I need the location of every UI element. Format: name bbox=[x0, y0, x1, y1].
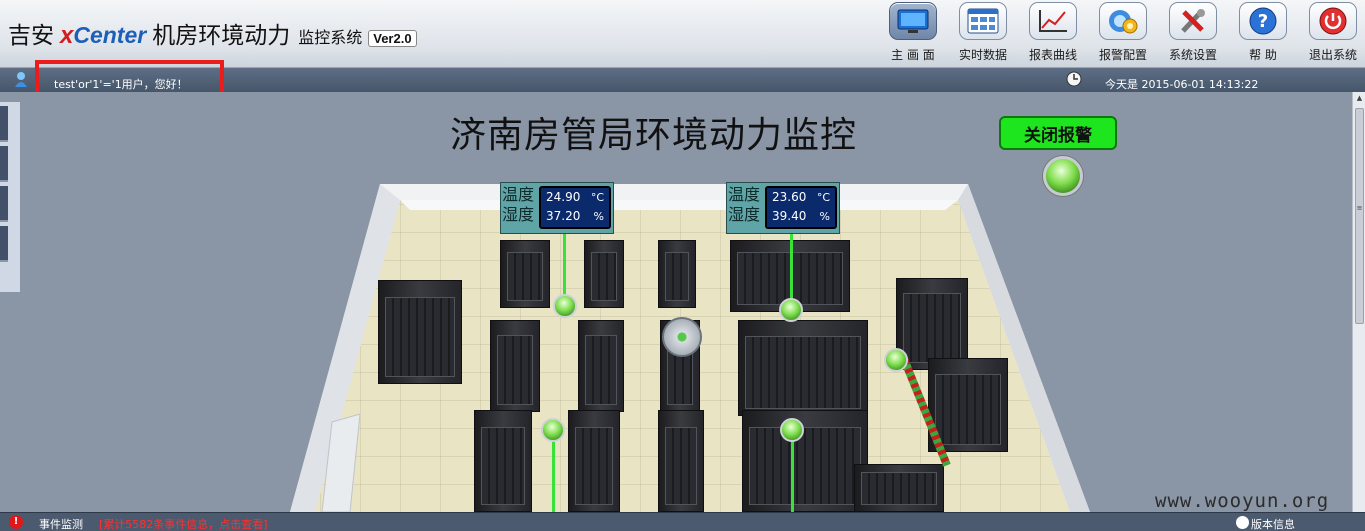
ups-cabinet bbox=[378, 280, 462, 384]
grid-data-icon bbox=[959, 2, 1007, 40]
temp-label: 温度 bbox=[502, 185, 535, 204]
alarm-status-led bbox=[1043, 156, 1083, 196]
header: 吉安 x Center 机房环境动力 监控系统 Ver2.0 主 画 面 实时数… bbox=[0, 0, 1365, 68]
ups-cabinet bbox=[928, 358, 1008, 452]
side-tab[interactable] bbox=[0, 106, 8, 142]
scrollbar-thumb[interactable] bbox=[1355, 108, 1364, 324]
server-rack bbox=[490, 320, 540, 412]
clock-icon bbox=[1066, 71, 1082, 91]
brand-center: Center bbox=[73, 22, 147, 48]
bottom-bar: ! 事件监测 [累计5582条事件信息，点击查看] 版本信息 bbox=[0, 512, 1365, 531]
sensor-wire bbox=[552, 438, 555, 512]
main-screen-button[interactable]: 主 画 面 bbox=[878, 2, 948, 64]
camera-icon[interactable] bbox=[662, 317, 702, 357]
version-badge: Ver2.0 bbox=[368, 30, 417, 47]
temp-value: 24.90 bbox=[546, 190, 581, 204]
ups-cabinet bbox=[896, 278, 968, 370]
server-rack bbox=[584, 240, 624, 308]
server-rack bbox=[658, 410, 704, 512]
power-icon bbox=[1309, 2, 1357, 40]
brand-room: 机房环境动力 bbox=[152, 23, 291, 49]
humidity-value: 39.40 bbox=[772, 209, 807, 223]
temp-humidity-sensor-1[interactable]: 温度 湿度 24.90 °C 37.20% bbox=[500, 182, 614, 234]
temp-label: 温度 bbox=[728, 185, 761, 204]
sensor-labels: 温度 湿度 bbox=[728, 185, 760, 225]
line-chart-icon bbox=[1029, 2, 1077, 40]
help-button[interactable]: ? 帮 助 bbox=[1228, 2, 1298, 64]
sensor-readout: 23.60 °C 39.40% bbox=[765, 186, 837, 229]
server-rack bbox=[500, 240, 550, 308]
leak-sensor-led[interactable] bbox=[884, 348, 908, 372]
sensor-labels: 温度 湿度 bbox=[502, 185, 534, 225]
brand-system: 监控系统 bbox=[298, 28, 363, 47]
server-rack bbox=[658, 240, 696, 308]
server-rack bbox=[578, 320, 624, 412]
brand-prefix: 吉安 bbox=[8, 23, 54, 49]
server-rack bbox=[568, 410, 620, 512]
sensor-wire bbox=[563, 234, 566, 304]
temp-humidity-sensor-2[interactable]: 温度 湿度 23.60 °C 39.40% bbox=[726, 182, 840, 234]
ups-cabinet bbox=[854, 464, 944, 512]
alarm-config-button[interactable]: 报警配置 bbox=[1088, 2, 1158, 64]
main-view: 温度 湿度 24.90 °C 37.20% 温度 湿度 23.60 °C 39.40… bbox=[0, 92, 1352, 512]
server-rack bbox=[742, 410, 868, 512]
sensor-status-led[interactable] bbox=[553, 294, 577, 318]
sensor-readout: 24.90 °C 37.20% bbox=[539, 186, 611, 229]
alarm-config-label: 报警配置 bbox=[1098, 48, 1147, 62]
help-icon: ? bbox=[1239, 2, 1287, 40]
current-datetime: 今天是 2015-06-01 14:13:22 bbox=[1105, 78, 1259, 91]
scroll-up-icon[interactable]: ▲ bbox=[1356, 94, 1363, 102]
temp-value: 23.60 bbox=[772, 190, 807, 204]
alarm-config-icon bbox=[1099, 2, 1147, 40]
humidity-unit: % bbox=[819, 210, 830, 223]
page-title: 济南房管局环境动力监控 bbox=[450, 115, 858, 156]
status-bar: test'or'1'='1用户，您好！ 今天是 2015-06-01 14:13… bbox=[0, 68, 1365, 92]
sensor-wire bbox=[790, 234, 793, 304]
sensor-status-led[interactable] bbox=[779, 298, 803, 322]
humidity-label: 湿度 bbox=[502, 205, 535, 224]
help-label: 帮 助 bbox=[1249, 48, 1277, 62]
sensor-wire bbox=[791, 438, 794, 512]
humidity-value: 37.20 bbox=[546, 209, 581, 223]
side-tab[interactable] bbox=[0, 226, 8, 262]
report-curve-label: 报表曲线 bbox=[1028, 48, 1077, 62]
humidity-label: 湿度 bbox=[728, 205, 761, 224]
version-info-icon bbox=[1236, 516, 1249, 529]
side-tab[interactable] bbox=[0, 146, 8, 182]
side-tab[interactable] bbox=[0, 186, 8, 222]
brand-logo: 吉安 x Center 机房环境动力 监控系统 Ver2.0 bbox=[8, 16, 417, 50]
report-curve-button[interactable]: 报表曲线 bbox=[1018, 2, 1088, 64]
tools-icon bbox=[1169, 2, 1217, 40]
svg-text:?: ? bbox=[1258, 11, 1268, 32]
user-greeting: test'or'1'='1用户，您好！ bbox=[54, 78, 188, 91]
monitor-icon bbox=[889, 2, 937, 40]
alert-icon: ! bbox=[9, 515, 23, 529]
server-rack bbox=[738, 320, 868, 416]
vertical-scrollbar[interactable]: ▲ ≡ bbox=[1352, 92, 1365, 512]
humidity-unit: % bbox=[593, 210, 604, 223]
main-screen-label: 主 画 面 bbox=[891, 48, 935, 62]
exit-system-button[interactable]: 退出系统 bbox=[1298, 2, 1365, 64]
realtime-data-button[interactable]: 实时数据 bbox=[948, 2, 1018, 64]
sensor-status-led[interactable] bbox=[780, 418, 804, 442]
event-count-link[interactable]: [累计5582条事件信息，点击查看] bbox=[99, 518, 268, 531]
event-monitor-label: 事件监测 bbox=[39, 518, 83, 531]
server-rack bbox=[474, 410, 532, 512]
user-icon bbox=[14, 71, 28, 91]
exit-system-label: 退出系统 bbox=[1308, 48, 1357, 62]
system-settings-label: 系统设置 bbox=[1168, 48, 1217, 62]
realtime-data-label: 实时数据 bbox=[958, 48, 1007, 62]
system-settings-button[interactable]: 系统设置 bbox=[1158, 2, 1228, 64]
temp-unit: °C bbox=[816, 191, 830, 204]
version-info-link[interactable]: 版本信息 bbox=[1251, 518, 1295, 531]
brand-x: x bbox=[60, 22, 74, 49]
close-alarm-button[interactable]: 关闭报警 bbox=[999, 116, 1117, 150]
temp-unit: °C bbox=[590, 191, 604, 204]
watermark: www.wooyun.org bbox=[1155, 490, 1330, 512]
left-side-tabs[interactable] bbox=[0, 102, 20, 292]
toolbar: 主 画 面 实时数据 报表曲线 报警配置 系统设置 bbox=[878, 2, 1365, 64]
scroll-grip-icon: ≡ bbox=[1356, 204, 1363, 212]
sensor-status-led[interactable] bbox=[541, 418, 565, 442]
